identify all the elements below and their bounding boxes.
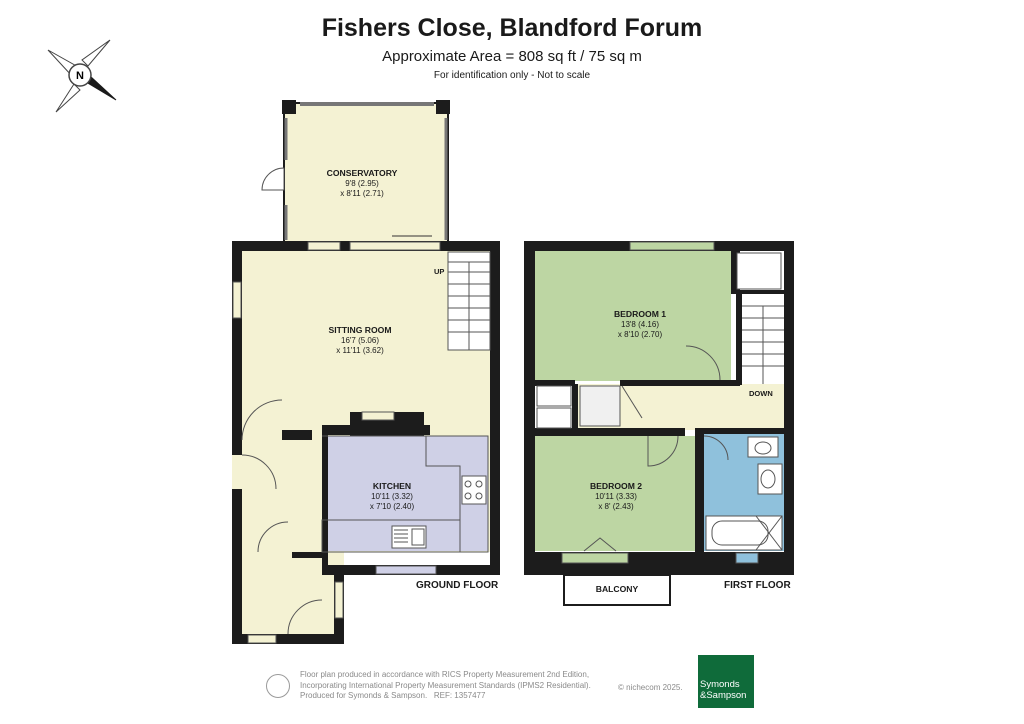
footer-line1: Floor plan produced in accordance with R… xyxy=(300,670,590,679)
logo-line2: &Sampson xyxy=(700,690,747,701)
sitting-room-label: SITTING ROOM xyxy=(328,325,391,335)
bedroom2-dim2: x 8' (2.43) xyxy=(598,502,634,511)
balcony-label: BALCONY xyxy=(596,584,639,594)
kitchen-dim2: x 7'10 (2.40) xyxy=(370,502,415,511)
stairs-up-label: UP xyxy=(434,267,444,276)
symonds-sampson-logo: Symonds&Sampson xyxy=(698,655,754,708)
first-floor xyxy=(524,241,794,606)
ground-floor-label: GROUND FLOOR xyxy=(416,580,499,591)
approximate-area: Approximate Area = 808 sq ft / 75 sq m xyxy=(382,48,642,65)
bedroom1-dim2: x 8'10 (2.70) xyxy=(618,330,663,339)
identification-note: For identification only - Not to scale xyxy=(433,70,591,81)
kitchen-dim1: 10'11 (3.32) xyxy=(371,492,413,501)
bedroom2-dim1: 10'11 (3.33) xyxy=(595,492,637,501)
kitchen-label: KITCHEN xyxy=(373,481,411,491)
conservatory-dim2: x 8'11 (2.71) xyxy=(340,189,384,198)
bedroom1-label: BEDROOM 1 xyxy=(614,309,666,319)
footer-line3: Produced for Symonds & Sampson. REF: 135… xyxy=(300,691,591,702)
footer-line2: Incorporating International Property Mea… xyxy=(300,680,591,690)
logo-text: Symonds&Sampson xyxy=(700,679,746,701)
bedroom1-dim1: 13'8 (4.16) xyxy=(621,320,659,329)
first-floor-label: FIRST FLOOR xyxy=(724,580,791,591)
conservatory-dim1: 9'8 (2.95) xyxy=(345,179,379,188)
conservatory-label: CONSERVATORY xyxy=(327,168,398,178)
footer-ref: REF: 1357477 xyxy=(433,691,486,700)
bedroom2-label: BEDROOM 2 xyxy=(590,481,642,491)
compass-letter: N xyxy=(76,70,84,82)
copyright-text: © nichecom 2025. xyxy=(618,683,683,692)
footer-producer: Produced for Symonds & Sampson. xyxy=(300,691,428,700)
stairs-down-label: DOWN xyxy=(749,389,773,398)
compass-icon: N xyxy=(47,39,117,113)
ground-floor xyxy=(232,100,500,644)
logo-line1: Symonds xyxy=(700,679,740,690)
sitting-room-dim1: 16'7 (5.06) xyxy=(341,336,379,345)
footer-notes: Floor plan produced in accordance with R… xyxy=(300,670,591,702)
page-title: Fishers Close, Blandford Forum xyxy=(321,14,703,42)
person-icon xyxy=(266,674,290,698)
sitting-room-dim2: x 11'11 (3.62) xyxy=(336,346,384,355)
